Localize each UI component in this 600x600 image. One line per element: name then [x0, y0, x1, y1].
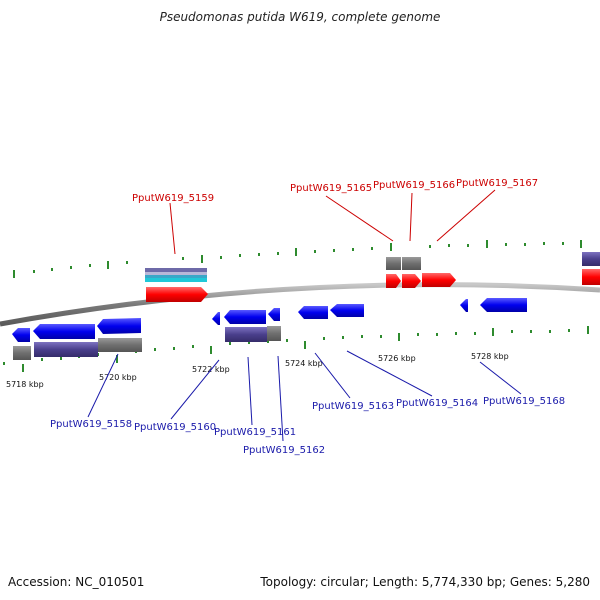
gene-label[interactable]: PputW619_5167 — [456, 178, 538, 189]
feature-band — [145, 275, 207, 278]
scale-label: 5726 kbp — [378, 354, 416, 363]
gene-label[interactable]: PputW619_5158 — [50, 419, 132, 430]
gene-arrow-5158-c[interactable] — [97, 318, 141, 334]
outer-tick-marks — [13, 240, 582, 278]
feature-block — [267, 326, 281, 341]
forward-features — [145, 252, 600, 302]
feature-block — [98, 338, 142, 352]
genome-summary-text: Topology: circular; Length: 5,774,330 bp… — [260, 575, 590, 589]
gene-arrow-5158-a[interactable] — [12, 328, 30, 342]
gene-label[interactable]: PputW619_5168 — [483, 396, 565, 407]
gene-label[interactable]: PputW619_5163 — [312, 401, 394, 412]
map-title: Pseudomonas putida W619, complete genome — [159, 10, 441, 24]
feature-block — [386, 257, 401, 270]
gene-arrow-5165[interactable] — [386, 274, 401, 288]
genome-backbone — [0, 282, 600, 327]
feature-block — [225, 327, 267, 342]
accession-text: Accession: NC_010501 — [8, 575, 145, 589]
feature-block — [13, 346, 31, 360]
scale-label: 5720 kbp — [99, 373, 137, 382]
scale-labels: 5718 kbp 5720 kbp 5722 kbp 5724 kbp 5726… — [6, 352, 509, 389]
scale-label: 5728 kbp — [471, 352, 509, 361]
reverse-gene-labels: PputW619_5158 PputW619_5160 PputW619_516… — [50, 396, 565, 456]
gene-arrow-5166[interactable] — [402, 274, 421, 288]
gene-label[interactable]: PputW619_5159 — [132, 193, 214, 204]
gene-label[interactable]: PputW619_5164 — [396, 398, 478, 409]
gene-arrow-edge[interactable] — [582, 269, 600, 285]
feature-block — [34, 342, 98, 357]
gene-label[interactable]: PputW619_5166 — [373, 180, 455, 191]
gene-arrow-5168[interactable] — [480, 298, 527, 312]
gene-arrow-5158-b[interactable] — [33, 324, 95, 339]
gene-arrow-5161[interactable] — [268, 308, 280, 321]
reverse-label-lines — [87, 350, 522, 442]
feature-band — [145, 268, 207, 272]
gene-label[interactable]: PputW619_5161 — [214, 427, 296, 438]
gene-arrow-5163[interactable] — [298, 306, 328, 319]
gene-arrow-small[interactable] — [460, 299, 468, 312]
feature-block — [582, 252, 600, 266]
gene-label[interactable]: PputW619_5162 — [243, 445, 325, 456]
reverse-features — [12, 298, 527, 360]
gene-label[interactable]: PputW619_5165 — [290, 183, 372, 194]
feature-block — [402, 257, 421, 270]
gene-label[interactable]: PputW619_5160 — [134, 422, 216, 433]
gene-arrow-5160-a[interactable] — [212, 312, 220, 325]
scale-label: 5724 kbp — [285, 359, 323, 368]
gene-arrow-5159[interactable] — [146, 287, 208, 302]
feature-band — [145, 272, 207, 275]
forward-label-lines — [169, 189, 496, 255]
gene-arrow-5160-b[interactable] — [224, 310, 266, 324]
forward-gene-labels: PputW619_5159 PputW619_5165 PputW619_516… — [132, 178, 538, 204]
gene-arrow-5167[interactable] — [422, 273, 456, 287]
gene-arrow-5164[interactable] — [330, 304, 364, 317]
feature-band — [145, 278, 207, 282]
scale-label: 5718 kbp — [6, 380, 44, 389]
